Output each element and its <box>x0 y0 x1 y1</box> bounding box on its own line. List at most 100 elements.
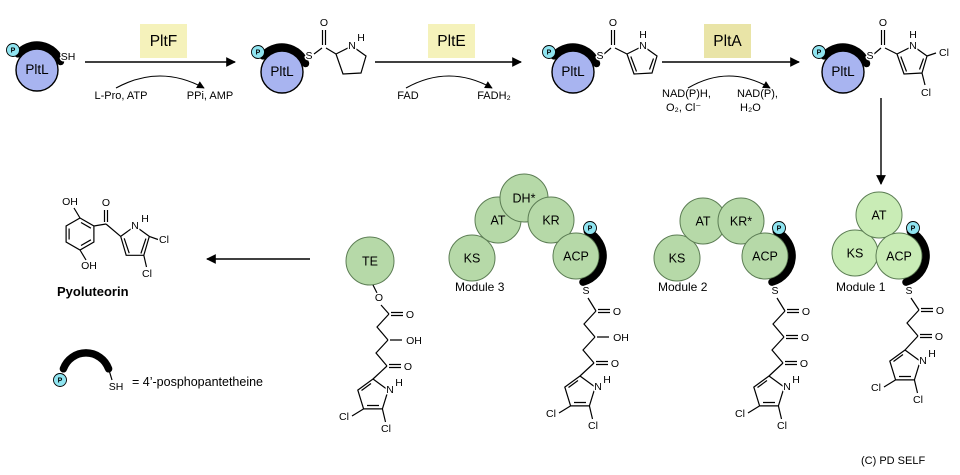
enzyme-label-plte: PltE <box>437 33 465 50</box>
module-label: Module 3 <box>455 280 505 294</box>
domain-circle-kr <box>527 196 575 244</box>
p-tag <box>772 221 786 235</box>
s-atom: S <box>905 285 912 297</box>
sh-atom: SH <box>109 381 124 393</box>
pltl-label: PltL <box>561 64 585 79</box>
domain-label-at: AT <box>490 214 505 228</box>
enzyme-box-pltf <box>140 24 187 58</box>
h-atom: H <box>357 32 365 44</box>
enzyme-label-pltf: PltF <box>150 33 178 50</box>
n-atom: N <box>783 381 791 393</box>
n-atom: N <box>348 40 356 52</box>
cl-atom: Cl <box>546 408 556 420</box>
phosphopantetheine-arc <box>768 227 796 286</box>
module-label: Module 2 <box>658 280 708 294</box>
acyl-chain-bonds <box>558 297 610 420</box>
domain-label-acp: ACP <box>752 250 778 264</box>
sh-atom: SH <box>61 51 76 63</box>
module-1: KS AT ACP P Module 1 S O O N H Cl Cl <box>831 191 946 408</box>
product-side-label-line1: NAD(P), <box>737 88 778 100</box>
h-atom: H <box>603 374 611 386</box>
o-atom: O <box>935 331 943 343</box>
module-label: Module 1 <box>836 280 886 294</box>
reaction-plta: PltA NAD(P)H, O₂, Cl⁻ NAD(P), H₂O <box>662 24 800 114</box>
domain-circle-acp <box>875 232 923 280</box>
n-atom: N <box>131 220 139 232</box>
phosphopantetheine-arc <box>820 43 871 68</box>
phosphopantetheine-arc <box>259 43 310 68</box>
oh-atom: OH <box>613 332 629 344</box>
h-atom: H <box>395 377 403 389</box>
p-tag-label: P <box>58 378 63 385</box>
n-atom: N <box>639 40 647 52</box>
pyoluteorin-bonds <box>65 207 159 268</box>
o-atom: O <box>611 358 619 370</box>
n-atom: N <box>386 384 394 396</box>
legend-bond <box>108 368 113 381</box>
substrate-label-line1: NAD(P)H, <box>662 88 711 100</box>
substrate-label: L-Pro, ATP <box>95 90 148 102</box>
domain-label-te: TE <box>362 255 378 269</box>
phosphopantetheine-arc <box>579 227 607 286</box>
s-atom: S <box>596 50 603 62</box>
enzyme-label-plta: PltA <box>713 33 742 50</box>
domain-circle-ks <box>653 234 701 282</box>
product-side-label: FADH₂ <box>477 90 511 102</box>
o-atom: O <box>102 197 110 209</box>
enzyme-box-plta <box>704 24 751 58</box>
legend: P SH = 4’-posphopantetheine <box>53 349 263 395</box>
pyoluteorin-structure: OH OH O N H Cl Cl Pyoluteorin <box>57 195 170 300</box>
legend-definition: = 4’-posphopantetheine <box>132 375 263 389</box>
n-atom: N <box>594 381 602 393</box>
domain-circle-at <box>855 191 903 239</box>
phosphopantetheine-arc <box>550 43 601 68</box>
domain-circle-acp <box>741 232 789 280</box>
cl-atom: Cl <box>588 420 598 432</box>
acyl-chain-bonds <box>747 297 799 420</box>
p-tag-label: P <box>777 226 782 233</box>
o-atom: O <box>613 306 621 318</box>
domain-circle-kr <box>717 197 765 245</box>
cl-atom: Cl <box>913 394 923 406</box>
p-tag <box>53 373 67 387</box>
phosphopantetheine-arc <box>14 41 65 66</box>
product-side-label: PPi, AMP <box>187 90 233 102</box>
domain-label-ks: KS <box>847 247 864 261</box>
o-atom: O <box>936 305 944 317</box>
p-tag-label: P <box>817 50 822 57</box>
cl-atom: Cl <box>871 382 881 394</box>
p-tag-label: P <box>547 50 552 57</box>
h-atom: H <box>141 213 149 225</box>
pltl-label: PltL <box>25 62 49 77</box>
module-3: KS AT DH* KR ACP P Module 3 S O OH O N H… <box>448 173 630 434</box>
substrate-label-line2: O₂, Cl⁻ <box>666 102 701 114</box>
carrier-pltl-4-dichloropyrrolyl: PltL P S O N H Cl Cl <box>812 16 950 101</box>
acyl-chain-bonds <box>351 284 403 423</box>
product-name-label: Pyoluteorin <box>57 284 129 299</box>
cl-atom: Cl <box>777 420 787 432</box>
domain-label-kr: KR <box>542 214 559 228</box>
te-domain: TE O O OH O N H Cl Cl <box>338 236 423 437</box>
cl-atom: Cl <box>735 408 745 420</box>
cl-atom: Cl <box>381 423 391 435</box>
cl-atom: Cl <box>159 234 169 246</box>
product-side-label-line2: H₂O <box>740 102 761 114</box>
pltl-circle <box>15 48 59 92</box>
domain-label-acp: ACP <box>563 250 589 264</box>
p-tag <box>812 45 826 59</box>
h-atom: H <box>792 374 800 386</box>
cl-atom: Cl <box>339 411 349 423</box>
o-atom: O <box>800 358 808 370</box>
p-tag <box>251 45 265 59</box>
n-atom: N <box>919 355 927 367</box>
o-atom: O <box>404 361 412 373</box>
s-atom: S <box>305 50 312 62</box>
p-tag-label: P <box>911 226 916 233</box>
oh-atom: OH <box>62 196 78 208</box>
s-atom: S <box>771 285 778 297</box>
pltl-circle <box>551 50 595 94</box>
o-atom: O <box>802 306 810 318</box>
cl-atom: Cl <box>939 47 949 59</box>
